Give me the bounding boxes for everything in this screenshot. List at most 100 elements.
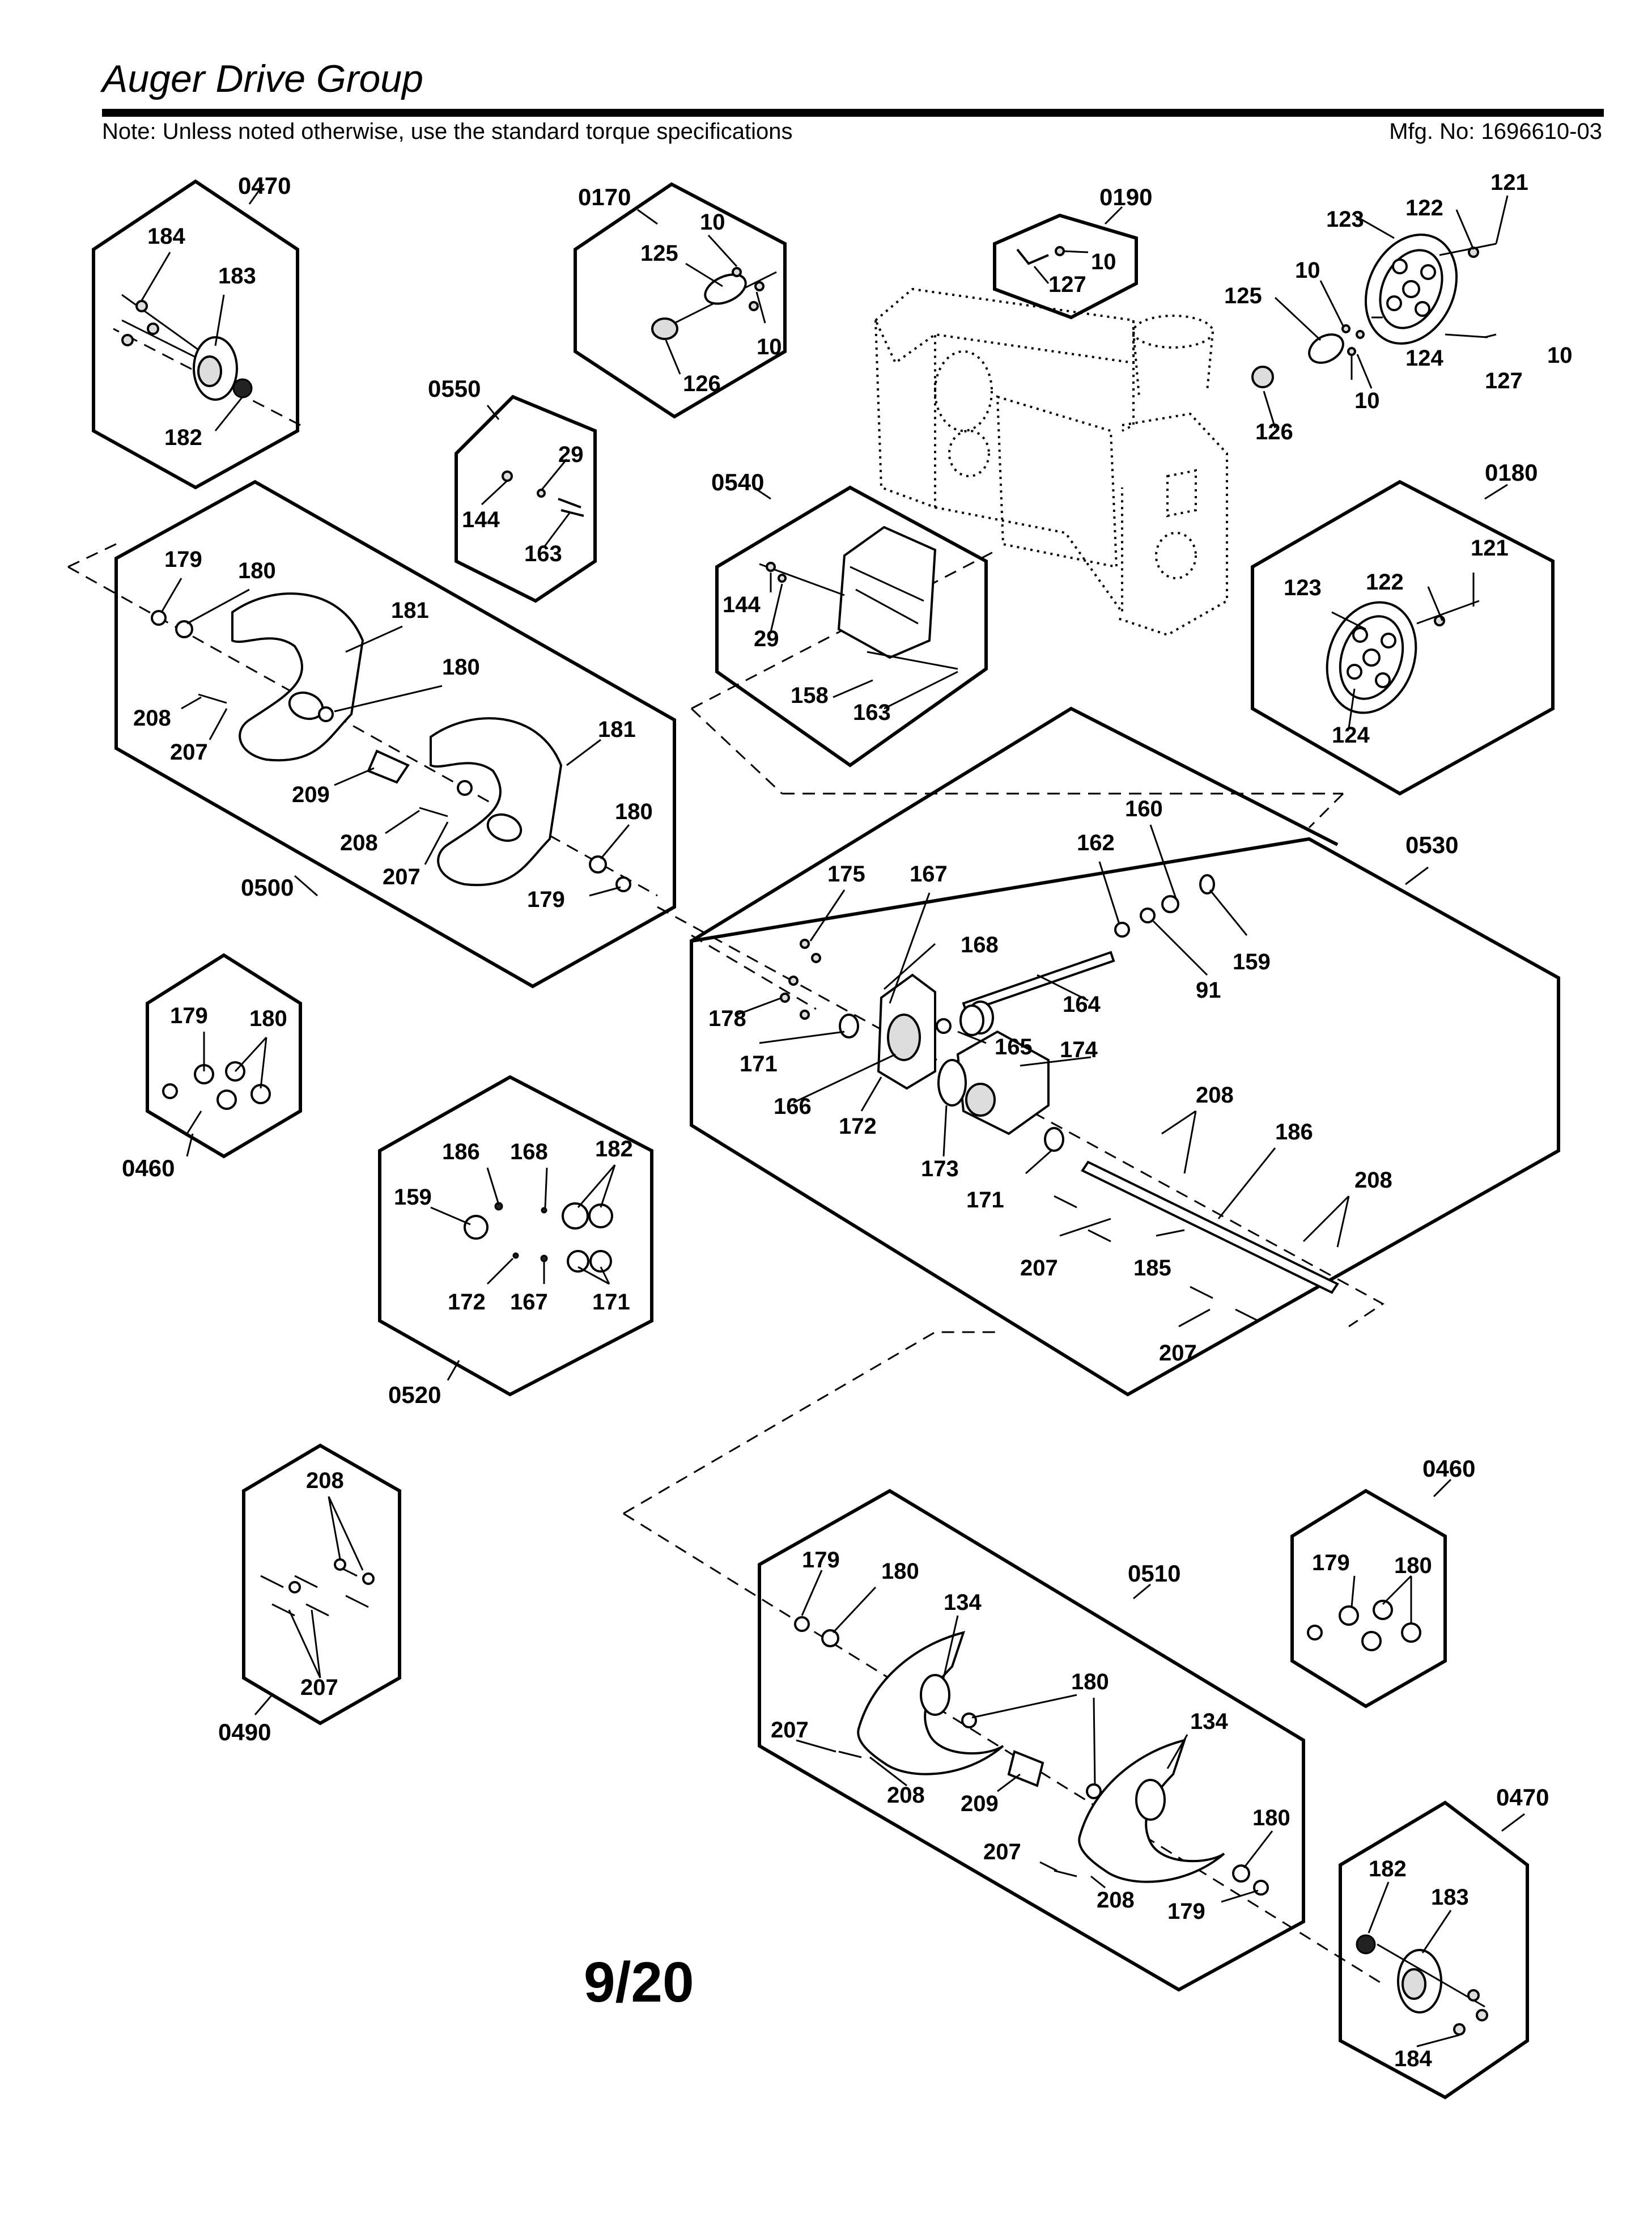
part-label: 207	[1020, 1256, 1058, 1281]
group-0170	[574, 182, 787, 419]
part-label: 127	[1485, 368, 1523, 393]
part-label: 167	[910, 862, 948, 887]
part-labels: 184 183 182 10 125 10 126 10 127 121 122…	[133, 170, 1573, 2071]
part-label: 179	[1167, 1899, 1205, 1924]
part-label: 124	[1405, 346, 1443, 371]
group-label-0530: 0530	[1405, 832, 1458, 858]
part-label: 121	[1490, 170, 1528, 195]
part-label: 208	[340, 830, 378, 855]
group-0470-bottom	[1339, 1800, 1529, 2100]
part-label: 179	[164, 547, 202, 572]
group-0490	[242, 1443, 401, 1726]
part-label: 180	[615, 799, 653, 824]
part-label: 180	[881, 1559, 919, 1584]
part-label: 172	[839, 1114, 877, 1139]
bearing-flange-assembly-top	[121, 294, 253, 401]
part-label: 171	[740, 1052, 778, 1076]
part-label: 10	[757, 334, 782, 359]
part-label: 207	[1159, 1341, 1197, 1366]
group-label-0460-right: 0460	[1422, 1455, 1475, 1482]
part-label: 168	[961, 932, 999, 957]
pulley-assembly-top	[1251, 233, 1497, 388]
part-label: 208	[887, 1783, 925, 1808]
part-label: 184	[1394, 2046, 1432, 2071]
part-label: 207	[771, 1718, 809, 1743]
group-label-0190: 0190	[1099, 184, 1152, 210]
group-0180	[1251, 480, 1555, 796]
bearing-flange-assembly-bottom	[1356, 1934, 1488, 2036]
part-label: 208	[1097, 1888, 1135, 1913]
mfg-number: Mfg. No: 1696610-03	[1389, 119, 1602, 144]
part-label: 181	[391, 598, 429, 623]
part-label: 134	[1190, 1709, 1228, 1734]
group-label-0490: 0490	[218, 1719, 271, 1745]
bearing-kit-0460-right	[1307, 1600, 1421, 1651]
auger-pair-0510	[794, 1616, 1269, 1896]
part-label: 158	[791, 683, 829, 708]
part-label: 181	[598, 717, 636, 742]
part-label: 122	[1405, 196, 1443, 221]
part-label: 179	[802, 1548, 840, 1572]
part-label: 160	[1125, 796, 1163, 821]
part-label: 134	[944, 1590, 982, 1615]
part-label: 180	[1252, 1805, 1290, 1830]
part-label: 163	[853, 700, 891, 725]
group-0470-top	[92, 179, 299, 490]
part-label: 10	[1547, 343, 1573, 368]
part-label: 183	[1431, 1885, 1469, 1910]
pulley-0180	[1326, 600, 1480, 714]
part-label: 179	[527, 887, 565, 912]
group-0550	[455, 395, 597, 603]
part-label: 91	[1196, 978, 1221, 1003]
part-label: 163	[524, 541, 562, 566]
part-label: 173	[921, 1156, 959, 1181]
group-0510	[758, 1489, 1305, 1992]
part-label: 168	[510, 1139, 548, 1164]
part-label: 10	[1091, 249, 1116, 274]
part-label: 121	[1471, 536, 1509, 561]
part-label: 167	[510, 1290, 548, 1315]
part-label: 126	[683, 371, 721, 396]
part-label: 186	[1275, 1120, 1313, 1144]
group-label-0550: 0550	[428, 375, 481, 402]
group-0190	[993, 213, 1138, 320]
chute-bracket-0540	[759, 525, 958, 670]
group-label-0470-top: 0470	[238, 172, 291, 199]
part-label: 182	[595, 1137, 633, 1162]
part-label: 180	[442, 655, 480, 680]
part-label: 208	[133, 706, 171, 731]
part-label: 125	[1224, 283, 1262, 308]
part-label: 165	[995, 1035, 1033, 1059]
title-rule	[102, 109, 1604, 117]
part-label: 144	[462, 507, 500, 532]
part-label: 10	[1295, 258, 1320, 283]
part-label: 179	[170, 1003, 208, 1028]
part-label: 180	[238, 558, 276, 583]
auger-pair-0500	[151, 592, 631, 892]
group-0540	[715, 485, 988, 768]
part-label: 159	[394, 1185, 432, 1210]
auger-housing	[874, 287, 1228, 637]
group-0520	[378, 1075, 653, 1397]
part-label: 208	[1354, 1168, 1392, 1193]
group-label-0170: 0170	[578, 184, 631, 210]
part-label: 180	[1071, 1669, 1109, 1694]
part-label: 122	[1366, 570, 1404, 595]
shear-pin-kit-0490	[260, 1558, 375, 1617]
page-title: Auger Drive Group	[102, 57, 423, 100]
part-label: 208	[1196, 1083, 1234, 1108]
part-label: 182	[164, 425, 202, 450]
part-label: 166	[774, 1094, 812, 1119]
group-0460-right	[1290, 1489, 1447, 1709]
part-label: 185	[1133, 1256, 1171, 1281]
part-label: 178	[708, 1006, 746, 1031]
part-label: 207	[300, 1675, 338, 1700]
part-label: 10	[1354, 388, 1380, 413]
part-label: 207	[383, 864, 421, 889]
part-label: 175	[827, 862, 865, 887]
part-label: 209	[961, 1791, 999, 1816]
group-label-0520: 0520	[388, 1381, 441, 1408]
group-0460-left	[146, 953, 302, 1159]
group-label-0470-bottom: 0470	[1496, 1784, 1549, 1811]
